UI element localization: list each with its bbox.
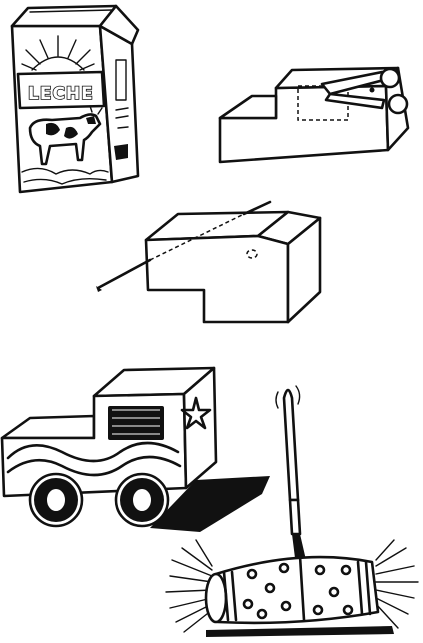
- toy-truck-illustration: [2, 368, 270, 532]
- fringe-left: [166, 540, 212, 632]
- cut-carton-illustration: [220, 68, 408, 162]
- milk-carton-illustration: LECHE: [12, 6, 138, 192]
- paintbrush-icon: [276, 386, 306, 566]
- carton-label: LECHE: [28, 84, 94, 104]
- wheel-front: [30, 474, 82, 526]
- axle-carton-illustration: [96, 202, 320, 322]
- wheel-rear: [116, 474, 168, 526]
- fringe-right: [376, 540, 418, 628]
